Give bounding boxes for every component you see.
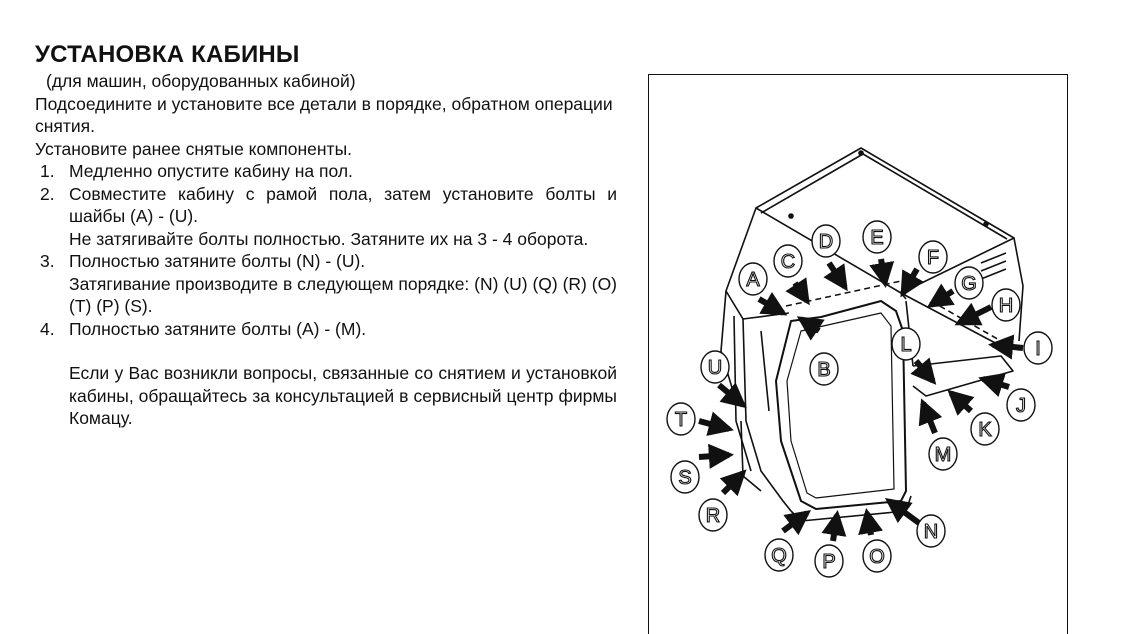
svg-text:U: U: [708, 357, 722, 379]
step-1: 1. Медленно опустите кабину на пол.: [35, 160, 617, 183]
callout-J: J: [1006, 388, 1036, 422]
callout-H: H: [991, 288, 1021, 322]
svg-text:N: N: [924, 521, 938, 543]
intro-paragraph-2: Установите ранее снятые компоненты.: [35, 138, 353, 159]
svg-text:F: F: [927, 247, 939, 269]
step-3: 3. Полностью затяните болты (N) - (U). З…: [35, 250, 617, 318]
callout-U: U: [700, 350, 730, 384]
subtitle: (для машин, оборудованных кабиной): [46, 71, 356, 91]
step-text: Полностью затяните болты (A) - (M).: [69, 318, 367, 339]
step-text: Медленно опустите кабину на пол.: [69, 161, 353, 181]
svg-text:E: E: [870, 227, 883, 249]
callout-N: N: [916, 514, 946, 548]
svg-text:M: M: [935, 444, 952, 466]
svg-text:R: R: [706, 505, 720, 527]
callout-A: A: [738, 262, 768, 296]
svg-text:A: A: [746, 269, 760, 291]
step-2: 2. Совместите кабину с рамой пола, затем…: [35, 183, 617, 251]
callout-E: E: [862, 220, 892, 254]
svg-text:D: D: [819, 231, 833, 253]
callout-T: T: [666, 402, 696, 436]
svg-text:B: B: [817, 359, 830, 381]
svg-text:S: S: [678, 467, 691, 489]
cab-installation-figure: A B C D E F G H I J K L M N O P Q R S T …: [648, 74, 1068, 634]
page-title: УСТАНОВКА КАБИНЫ: [35, 41, 300, 68]
steps-list: 1. Медленно опустите кабину на пол. 2. С…: [35, 160, 617, 340]
intro-paragraph: Подсоедините и установите все детали в п…: [35, 93, 613, 137]
callout-C: C: [773, 244, 803, 278]
step-number: 2.: [40, 183, 55, 204]
cab-frame: [720, 147, 1024, 522]
svg-text:Q: Q: [771, 545, 787, 567]
step-number: 1.: [40, 161, 55, 181]
svg-text:K: K: [978, 419, 992, 441]
callout-G: G: [954, 266, 984, 300]
cab-drawing: A B C D E F G H I J K L M N O P Q R S T …: [666, 147, 1053, 578]
instruction-text: УСТАНОВКА КАБИНЫ (для машин, оборудованн…: [35, 40, 617, 430]
callout-B: B: [809, 352, 839, 386]
svg-text:T: T: [675, 409, 687, 431]
svg-text:J: J: [1016, 395, 1026, 417]
callout-M: M: [928, 437, 958, 471]
callout-L: L: [891, 327, 921, 361]
callout-I: I: [1023, 331, 1053, 365]
callout-S: S: [670, 460, 700, 494]
service-note: Если у Вас возникли вопросы, связанные с…: [69, 363, 617, 428]
svg-text:P: P: [822, 551, 835, 573]
callout-P: P: [814, 544, 844, 578]
svg-text:I: I: [1035, 338, 1041, 360]
step-text: Затягивание производите в следующем поря…: [69, 273, 618, 317]
callout-K: K: [970, 412, 1000, 446]
step-number: 3.: [40, 251, 55, 271]
step-text: Полностью затяните болты (N) - (U).: [69, 251, 366, 271]
svg-text:H: H: [999, 295, 1013, 317]
step-text: Совместите кабину с рамой пола, затем ус…: [69, 183, 617, 227]
step-number: 4.: [40, 318, 55, 339]
callout-F: F: [918, 240, 948, 274]
svg-text:C: C: [781, 251, 795, 273]
svg-text:L: L: [900, 334, 911, 356]
svg-text:O: O: [869, 546, 885, 568]
callout-R: R: [698, 498, 728, 532]
callout-D: D: [811, 224, 841, 258]
callout-arrows: [698, 258, 1024, 542]
callout-O: O: [862, 539, 892, 573]
svg-text:G: G: [961, 273, 977, 295]
step-text: Не затягивайте болты полностью. Затяните…: [69, 228, 589, 249]
callout-Q: Q: [764, 538, 794, 572]
step-4: 4. Полностью затяните болты (A) - (M).: [35, 318, 617, 341]
